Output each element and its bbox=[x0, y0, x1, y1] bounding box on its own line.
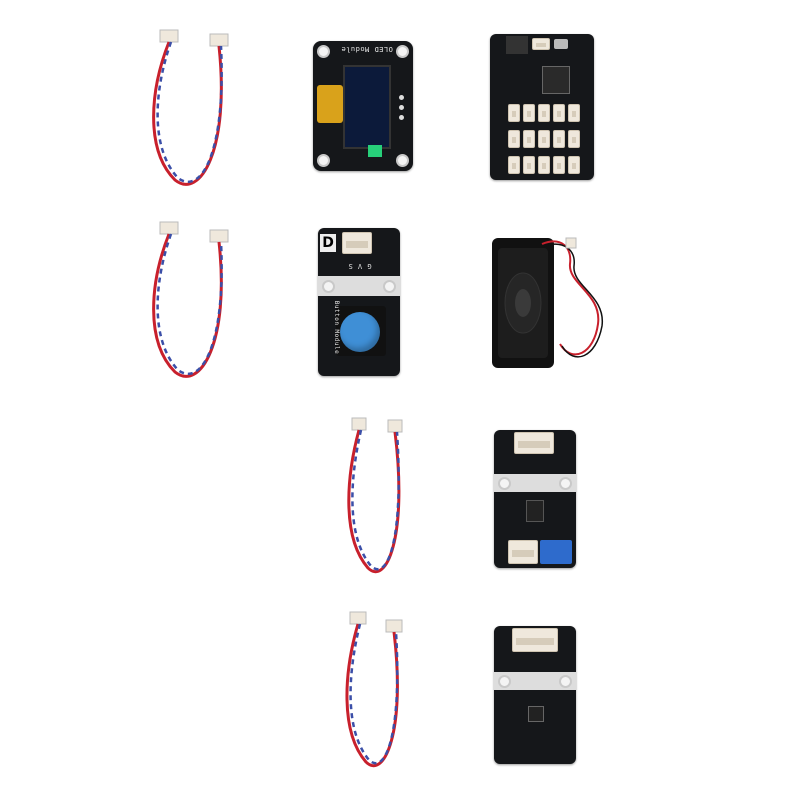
board-connector bbox=[508, 130, 520, 148]
speaker-icon bbox=[492, 237, 603, 368]
button-pins: G V S bbox=[348, 262, 372, 270]
board-connector bbox=[523, 130, 535, 148]
board-connector bbox=[508, 104, 520, 122]
board-connector bbox=[553, 130, 565, 148]
board-connector bbox=[553, 104, 565, 122]
cable-icon bbox=[152, 221, 229, 378]
board-connector bbox=[568, 156, 580, 174]
board-connector bbox=[508, 156, 520, 174]
board-connector bbox=[568, 104, 580, 122]
board-connector bbox=[538, 156, 550, 174]
sensor-board-icon bbox=[494, 430, 576, 568]
board-connector bbox=[523, 156, 535, 174]
controller-board-icon: // decorative connector grid bbox=[490, 34, 594, 180]
board-connector bbox=[553, 156, 565, 174]
blue-button bbox=[340, 312, 380, 352]
board-connector bbox=[568, 130, 580, 148]
oled-label: OLED Module bbox=[341, 45, 393, 53]
cable-icon bbox=[152, 29, 229, 186]
terminal-block bbox=[540, 540, 572, 564]
oled-board-icon: OLED Module bbox=[313, 41, 413, 171]
cable-icon bbox=[345, 611, 403, 768]
cable-icon bbox=[347, 417, 403, 574]
board-connector bbox=[538, 104, 550, 122]
sensor-board-icon bbox=[494, 626, 576, 764]
button-board-icon: D G V S Button Module bbox=[318, 228, 400, 376]
board-connector bbox=[538, 130, 550, 148]
button-label: Button Module bbox=[333, 300, 341, 355]
board-connector bbox=[523, 104, 535, 122]
